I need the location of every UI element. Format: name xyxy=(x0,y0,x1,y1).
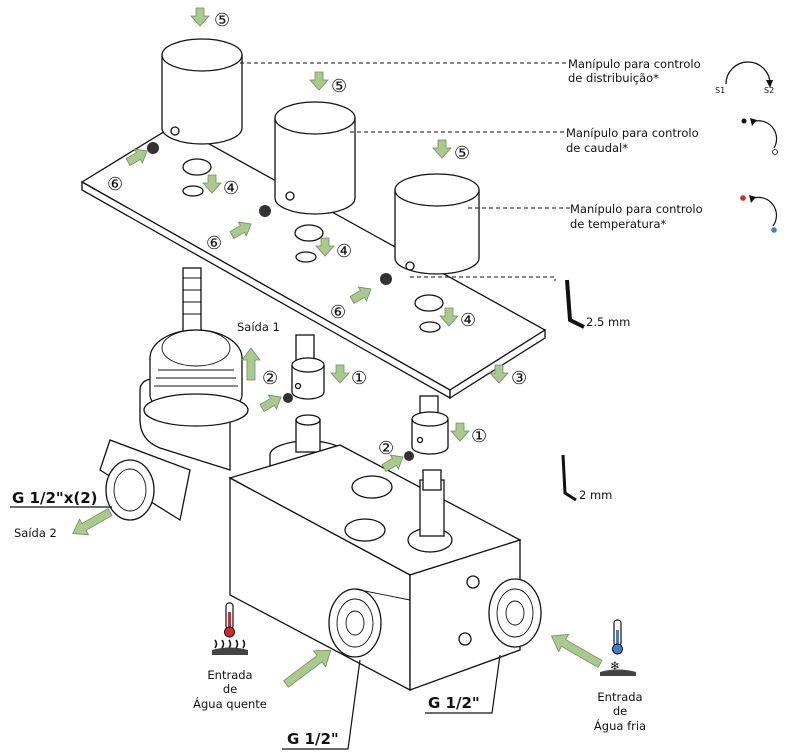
flow-handle-label-2: de caudal* xyxy=(566,141,628,155)
grub-screws xyxy=(147,142,414,461)
hot-inlet-label-1: Entrada xyxy=(207,668,252,682)
svg-text:❄: ❄ xyxy=(610,659,620,673)
allen-key-2mm xyxy=(561,454,577,502)
distribution-rotation-icon: S1 S2 xyxy=(715,61,774,95)
hot-inlet-fitting xyxy=(328,588,411,658)
s1-label: S1 xyxy=(715,86,725,95)
step-6-label: ⑥ xyxy=(107,174,123,195)
step-4-label: ④ xyxy=(336,241,352,262)
diverter-valve-body xyxy=(99,329,249,522)
temperature-rotation-icon xyxy=(740,195,778,233)
adapter-top xyxy=(291,357,325,400)
step-2-label: ② xyxy=(378,438,394,459)
step-5-label: ⑤ xyxy=(454,143,470,164)
hot-water-icon xyxy=(212,602,248,655)
outlet-1-label: Saída 1 xyxy=(237,320,280,334)
step-6-label: ⑥ xyxy=(330,302,346,323)
cold-thread-label: G 1/2" xyxy=(428,694,480,712)
distribution-knob xyxy=(161,38,243,145)
step-numbers: ⑤ ⑤ ⑤ ④ ④ ④ ⑥ ⑥ ⑥ ① ① ③ ② ② xyxy=(107,10,527,459)
step-3-label: ③ xyxy=(511,368,527,389)
s2-label: S2 xyxy=(764,86,774,95)
flow-knob xyxy=(274,101,356,215)
hot-thread-label: G 1/2" xyxy=(287,730,339,748)
cold-inlet-label-1: Entrada xyxy=(597,690,642,704)
distribution-handle-label-2: de distribuição* xyxy=(568,71,659,85)
flow-rotation-icon xyxy=(741,118,778,155)
allen-key-25-label: 2.5 mm xyxy=(586,315,630,329)
cold-inlet-fitting xyxy=(488,578,542,648)
temperature-knob xyxy=(394,173,480,275)
step-4-label: ④ xyxy=(223,178,239,199)
outlet-thread-label: G 1/2"x(2) xyxy=(12,489,98,507)
temp-handle-label-2: de temperatura* xyxy=(570,217,667,231)
step-1-label: ① xyxy=(351,368,367,389)
hot-inlet-label-2: de xyxy=(223,682,237,696)
outlet-2-label: Saída 2 xyxy=(14,526,57,540)
temp-handle-label-1: Manípulo para controlo xyxy=(570,202,703,216)
assembly-arrows xyxy=(72,7,603,688)
step-1-label: ① xyxy=(471,426,487,447)
cold-inlet-label-3: Água fria xyxy=(594,718,646,733)
step-2-label: ② xyxy=(262,368,278,389)
step-5-label: ⑤ xyxy=(214,10,230,31)
allen-key-2-label: 2 mm xyxy=(579,488,612,502)
step-6-label: ⑥ xyxy=(206,233,222,254)
adapter-bottom xyxy=(411,411,449,455)
step-4-label: ④ xyxy=(460,310,476,331)
allen-key-25mm xyxy=(565,279,585,329)
cold-water-icon: ❄ xyxy=(600,619,636,676)
mixer-block xyxy=(228,444,522,692)
hot-inlet-label-3: Água quente xyxy=(193,696,267,711)
flow-handle-label-1: Manípulo para controlo xyxy=(566,126,699,140)
cold-inlet-label-2: de xyxy=(613,704,627,718)
step-5-label: ⑤ xyxy=(331,76,347,97)
mounting-plate xyxy=(80,124,547,400)
distribution-handle-label-1: Manípulo para controlo xyxy=(568,57,701,71)
